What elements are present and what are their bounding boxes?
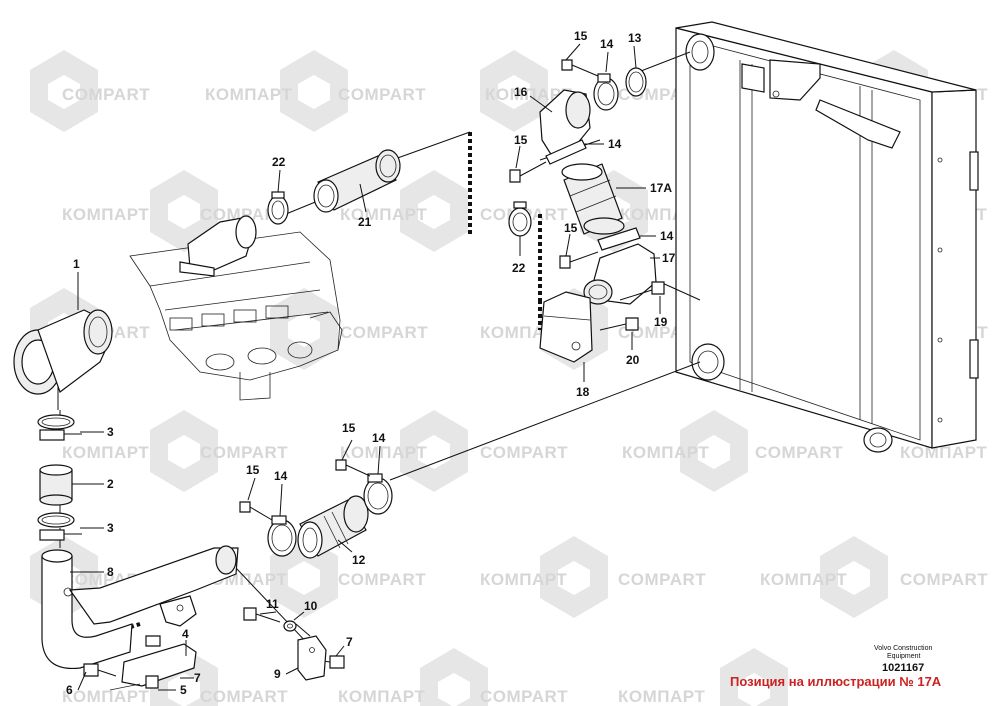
watermark-text: COMPART <box>480 687 568 706</box>
callout-17: 17 <box>662 251 676 265</box>
callout-15-upper-mid: 15 <box>514 133 528 147</box>
watermark-text: COMPART <box>755 443 843 462</box>
pipe-21 <box>313 149 401 213</box>
hose-clamp-14-upper-mid <box>545 139 587 165</box>
callout-2: 2 <box>107 477 114 491</box>
elbow-17 <box>583 243 657 305</box>
watermark-text: COMPART <box>618 570 706 589</box>
hose-clamp-14-lower-left <box>267 515 297 557</box>
hose-clamp-14-lower-mid <box>597 227 641 251</box>
callout-22-left: 22 <box>272 155 286 169</box>
watermark-text: КОМПАРТ <box>618 687 705 706</box>
hose-17a <box>561 163 625 235</box>
callout-21: 21 <box>358 215 372 229</box>
watermark-text: COMPART <box>200 205 288 224</box>
pipe-8 <box>41 545 239 670</box>
bolt-15-lower-mid <box>559 251 599 269</box>
callout-labels: 1 3 2 3 8 6 5 4 7 9 11 10 7 12 15 14 15 … <box>66 29 676 697</box>
turbocharger-elbow-1 <box>13 309 113 395</box>
elbow-16 <box>539 89 591 157</box>
bolt-20 <box>599 317 639 331</box>
watermark-text: КОМПАРТ <box>340 205 427 224</box>
watermark-text: COMPART <box>62 85 150 104</box>
brand-line-2: Equipment <box>887 653 921 660</box>
bolt-15-top <box>561 59 599 77</box>
watermark-text: КОМПАРТ <box>205 85 292 104</box>
position-note[interactable]: Позиция на иллюстрации № 17A <box>730 674 942 689</box>
callout-11: 11 <box>266 597 279 611</box>
drawing-number: 1021167 <box>882 662 924 674</box>
bolt-15-upper-mid <box>509 161 547 183</box>
callout-13: 13 <box>628 31 642 45</box>
hose-clamp-22-left <box>267 191 289 225</box>
callout-6: 6 <box>66 683 73 697</box>
watermark-text: COMPART <box>338 85 426 104</box>
callout-17a: 17A <box>650 181 672 195</box>
watermark-text: КОМПАРТ <box>62 687 149 706</box>
callout-19: 19 <box>654 315 668 329</box>
watermark-text: COMPART <box>900 570 988 589</box>
watermark-text: КОМПАРТ <box>900 443 987 462</box>
callout-7-left: 7 <box>194 671 201 685</box>
callout-18: 18 <box>576 385 590 399</box>
hose-clamp-14-lower-right <box>363 473 393 515</box>
callout-22-right: 22 <box>512 261 526 275</box>
watermark-text: COMPART <box>338 570 426 589</box>
watermark-text: COMPART <box>200 443 288 462</box>
callout-14-top: 14 <box>600 37 614 51</box>
watermark-text: КОМПАРТ <box>62 443 149 462</box>
hose-clamp-14-top <box>593 73 619 111</box>
seal-ring-13 <box>625 67 647 97</box>
watermark-text: COMPART <box>340 323 428 342</box>
callout-14-upper-mid: 14 <box>608 137 622 151</box>
bolts-5-6-7 <box>83 635 345 689</box>
leader-lines <box>70 43 661 691</box>
watermark-text: КОМПАРТ <box>340 443 427 462</box>
callout-15-top: 15 <box>574 29 588 43</box>
callout-4: 4 <box>182 627 189 641</box>
callout-9: 9 <box>274 667 281 681</box>
callout-20: 20 <box>626 353 640 367</box>
hose-clamp-3-upper <box>37 414 82 441</box>
callout-12: 12 <box>352 553 366 567</box>
callout-15-lower-mid: 15 <box>564 221 578 235</box>
watermark-text: КОМПАРТ <box>622 443 709 462</box>
watermark-text: КОМПАРТ <box>338 687 425 706</box>
watermark-text: COMPART <box>200 687 288 706</box>
callout-14-lower-right: 14 <box>372 431 386 445</box>
bolt-19 <box>619 281 665 301</box>
callout-3-lower: 3 <box>107 521 114 535</box>
hose-12 <box>297 495 369 559</box>
bracket-4 <box>109 595 197 691</box>
hose-2 <box>39 464 73 506</box>
charge-air-cooler <box>675 21 979 453</box>
watermark-text: КОМПАРТ <box>760 570 847 589</box>
bolt-15-lower-right <box>335 459 371 477</box>
bracket-9 <box>297 635 327 681</box>
callout-10: 10 <box>304 599 318 613</box>
callout-3-upper: 3 <box>107 425 114 439</box>
drawing-footer: Volvo Construction Equipment 1021167 Поз… <box>730 645 942 689</box>
watermark-text: КОМПАРТ <box>485 85 572 104</box>
hose-clamp-3-lower <box>37 512 82 541</box>
callout-14-lower-mid: 14 <box>660 229 674 243</box>
watermark-text: COMPART <box>480 443 568 462</box>
engine-block <box>129 215 343 401</box>
callout-16: 16 <box>514 85 528 99</box>
watermark-text: КОМПАРТ <box>480 570 567 589</box>
callout-15-lower-right: 15 <box>342 421 356 435</box>
bolt-11-washer-10 <box>243 607 297 632</box>
callout-8: 8 <box>107 565 114 579</box>
bracket-18 <box>539 291 593 363</box>
callout-15-lower-left: 15 <box>246 463 260 477</box>
bolt-15-lower-left <box>239 501 273 521</box>
callout-5: 5 <box>180 683 187 697</box>
watermark-text: КОМПАРТ <box>62 205 149 224</box>
callout-14-lower-left: 14 <box>274 469 288 483</box>
callout-7-right: 7 <box>346 635 353 649</box>
brand-line-1: Volvo Construction <box>874 645 932 652</box>
callout-1: 1 <box>73 257 80 271</box>
